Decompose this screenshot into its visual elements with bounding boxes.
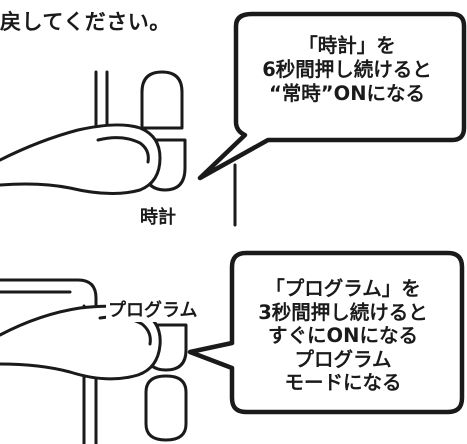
finger-top <box>0 123 162 196</box>
callout-line: 「時計」を <box>298 34 396 57</box>
callout-line: モードになる <box>284 371 402 394</box>
callout-line: 「プログラム」を <box>265 277 421 300</box>
finger-bottom <box>0 304 162 381</box>
callout-line: “常時”ONになる <box>268 82 426 105</box>
callout-line: すぐにONになる <box>268 324 418 347</box>
callout-text-clock: 「時計」を 6秒間押し続けると “常時”ONになる <box>242 34 452 106</box>
callout-text-program: 「プログラム」を 3秒間押し続けると すぐにONになる プログラム モードになる <box>238 277 448 395</box>
callout-bubble-clock <box>197 11 467 181</box>
callout-line: プログラム <box>294 347 392 371</box>
instruction-text-top: 戻してください。 <box>0 10 171 34</box>
callout-bubble-program <box>187 250 465 415</box>
callout-line: 3秒間押し続けると <box>258 300 428 324</box>
clock-button-label: 時計 <box>138 203 178 229</box>
finger-nail-top <box>96 136 150 164</box>
callout-line: 6秒間押し続けると <box>262 58 432 81</box>
program-button-label: プログラム <box>106 296 200 322</box>
device-edge-corner-bottom <box>0 278 98 444</box>
upper-button-top <box>140 70 184 130</box>
lower-button <box>144 374 188 442</box>
